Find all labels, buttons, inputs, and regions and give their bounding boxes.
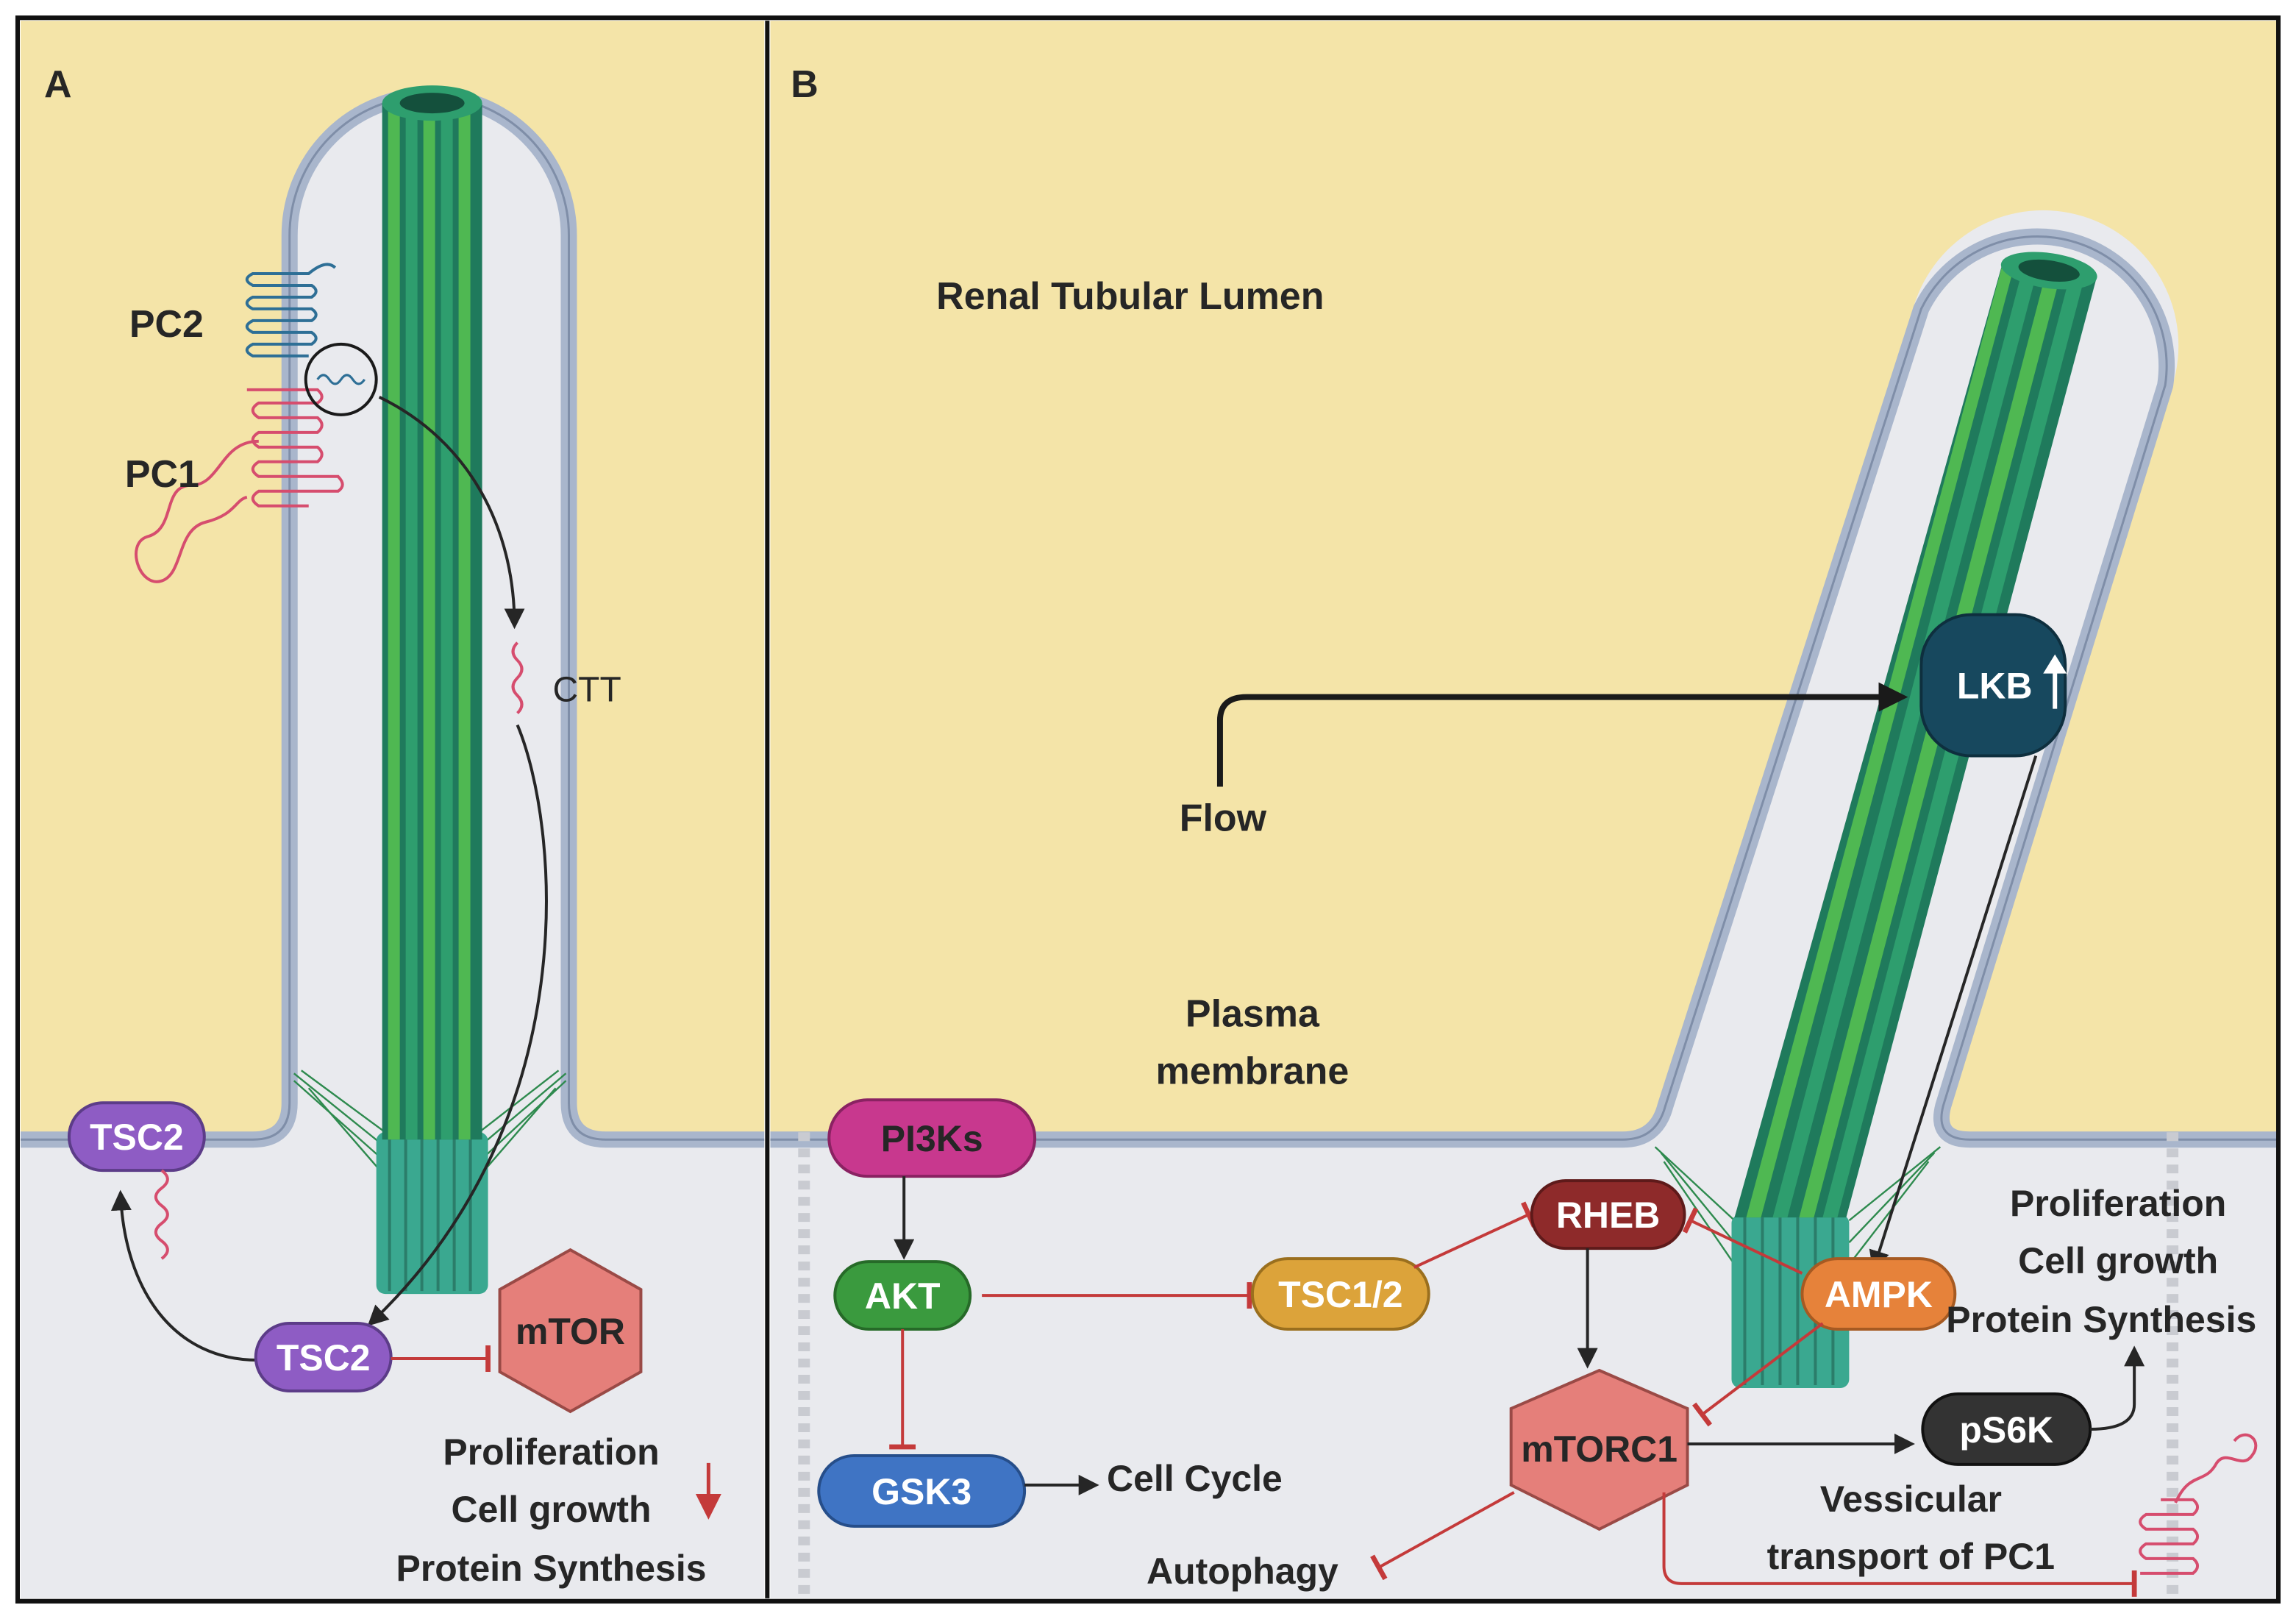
plasma-membrane-label-1: Plasma	[1186, 992, 1320, 1035]
mtorc1-label: mTORC1	[1521, 1428, 1678, 1470]
basal-body-b	[1731, 1214, 1850, 1388]
lumen-label: Renal Tubular Lumen	[936, 275, 1324, 318]
outcome-a-cell-growth: Cell growth	[452, 1489, 652, 1530]
ps6k-label: pS6K	[1959, 1409, 2053, 1451]
outcome-a-proliferation: Proliferation	[443, 1431, 659, 1473]
cell-cycle-label: Cell Cycle	[1107, 1458, 1283, 1499]
lkb-label: LKB	[1957, 666, 2033, 707]
arrow-lkb-ampk	[1869, 755, 2038, 1272]
mtor-label: mTOR	[516, 1311, 625, 1352]
lumen-b	[770, 21, 2278, 1133]
arrow-cleavage-to-ctt	[378, 396, 525, 630]
gsk3-node: GSK3	[817, 1453, 1027, 1528]
flow-label: Flow	[1180, 797, 1267, 839]
flow-arrow	[1216, 682, 1908, 787]
autophagy-label: Autophagy	[1147, 1551, 1338, 1592]
arrow-ctt-to-tsc2	[367, 724, 548, 1326]
transition-fibers-b	[1654, 1146, 1942, 1265]
pc2-channel	[245, 263, 337, 357]
inhibit-tsc12-rheb	[1413, 1201, 1537, 1269]
lkb-node: LKB	[1919, 613, 2067, 758]
pc1-receptor	[135, 388, 344, 583]
panel-b-letter: B	[791, 63, 819, 106]
tsc2-membrane-label: TSC2	[90, 1117, 184, 1158]
outcome-b-proliferation: Proliferation	[2010, 1183, 2226, 1224]
ampk-node: AMPK	[1800, 1257, 1957, 1331]
ctt-cleavage-circle	[304, 342, 378, 416]
inhibit-mtorc1-vesicular	[1662, 1492, 2137, 1597]
membrane-edge-b	[770, 235, 2278, 1141]
tsc2-cytosol-label: TSC2	[277, 1337, 371, 1378]
tsc2-membrane-node: TSC2	[67, 1101, 206, 1173]
rheb-label: RHEB	[1556, 1195, 1661, 1236]
tsc12-node: TSC1/2	[1250, 1257, 1430, 1331]
tsc12-label: TSC1/2	[1278, 1274, 1402, 1315]
pc2-label: PC2	[129, 303, 204, 346]
rheb-node: RHEB	[1530, 1179, 1686, 1250]
inhibit-mtorc1-autophagy	[1370, 1491, 1515, 1581]
outcome-b-cell-growth: Cell growth	[2018, 1240, 2218, 1281]
ctt-label: CTT	[553, 671, 621, 710]
arrow-ps6k-outcomes	[2090, 1345, 2145, 1431]
pc1-label: PC1	[125, 453, 199, 496]
mtor-node: mTOR	[498, 1248, 643, 1414]
plasma-membrane-label-2: membrane	[1156, 1050, 1350, 1092]
akt-node: AKT	[833, 1260, 972, 1331]
panel-a: TSC2 TSC2 mTOR Proliferation Cell growth…	[20, 21, 765, 1598]
inhibit-ampk-rheb	[1682, 1207, 1803, 1275]
up-arrow-head-icon	[2043, 654, 2067, 674]
panel-b: LKB PI3Ks AKT GSK3 Cell Cycle	[770, 21, 2278, 1598]
vesicular-label-2: transport of PC1	[1767, 1536, 2055, 1577]
outcome-b-protein-synthesis: Protein Synthesis	[1946, 1299, 2256, 1340]
tsc2-cytosol-node: TSC2	[254, 1322, 393, 1392]
ps6k-node: pS6K	[1921, 1392, 2092, 1466]
pi3ks-label: PI3Ks	[881, 1118, 983, 1159]
ampk-label: AMPK	[1825, 1274, 1933, 1315]
tsc2-tail-icon	[154, 1169, 169, 1260]
lumen-a	[20, 21, 765, 1133]
outcome-a-protein-synthesis: Protein Synthesis	[396, 1548, 707, 1589]
mtorc1-node: mTORC1	[1509, 1368, 1689, 1531]
basal-body-a	[376, 1132, 488, 1295]
arrow-tsc2-translocation	[110, 1189, 257, 1362]
gsk3-label: GSK3	[871, 1471, 971, 1512]
inhibit-ampk-mtorc1	[1691, 1322, 1824, 1427]
figure-border	[15, 15, 2281, 1604]
ctt-fragment-icon	[511, 641, 524, 714]
ctt-peptide-icon	[316, 374, 366, 385]
pi3ks-node: PI3Ks	[827, 1098, 1037, 1178]
akt-label: AKT	[865, 1275, 941, 1317]
pc1-vesicle-icon	[2139, 1433, 2258, 1575]
vesicular-label-1: Vessicular	[1820, 1479, 2002, 1520]
panel-a-letter: A	[44, 63, 72, 106]
axoneme-a	[382, 85, 482, 1140]
